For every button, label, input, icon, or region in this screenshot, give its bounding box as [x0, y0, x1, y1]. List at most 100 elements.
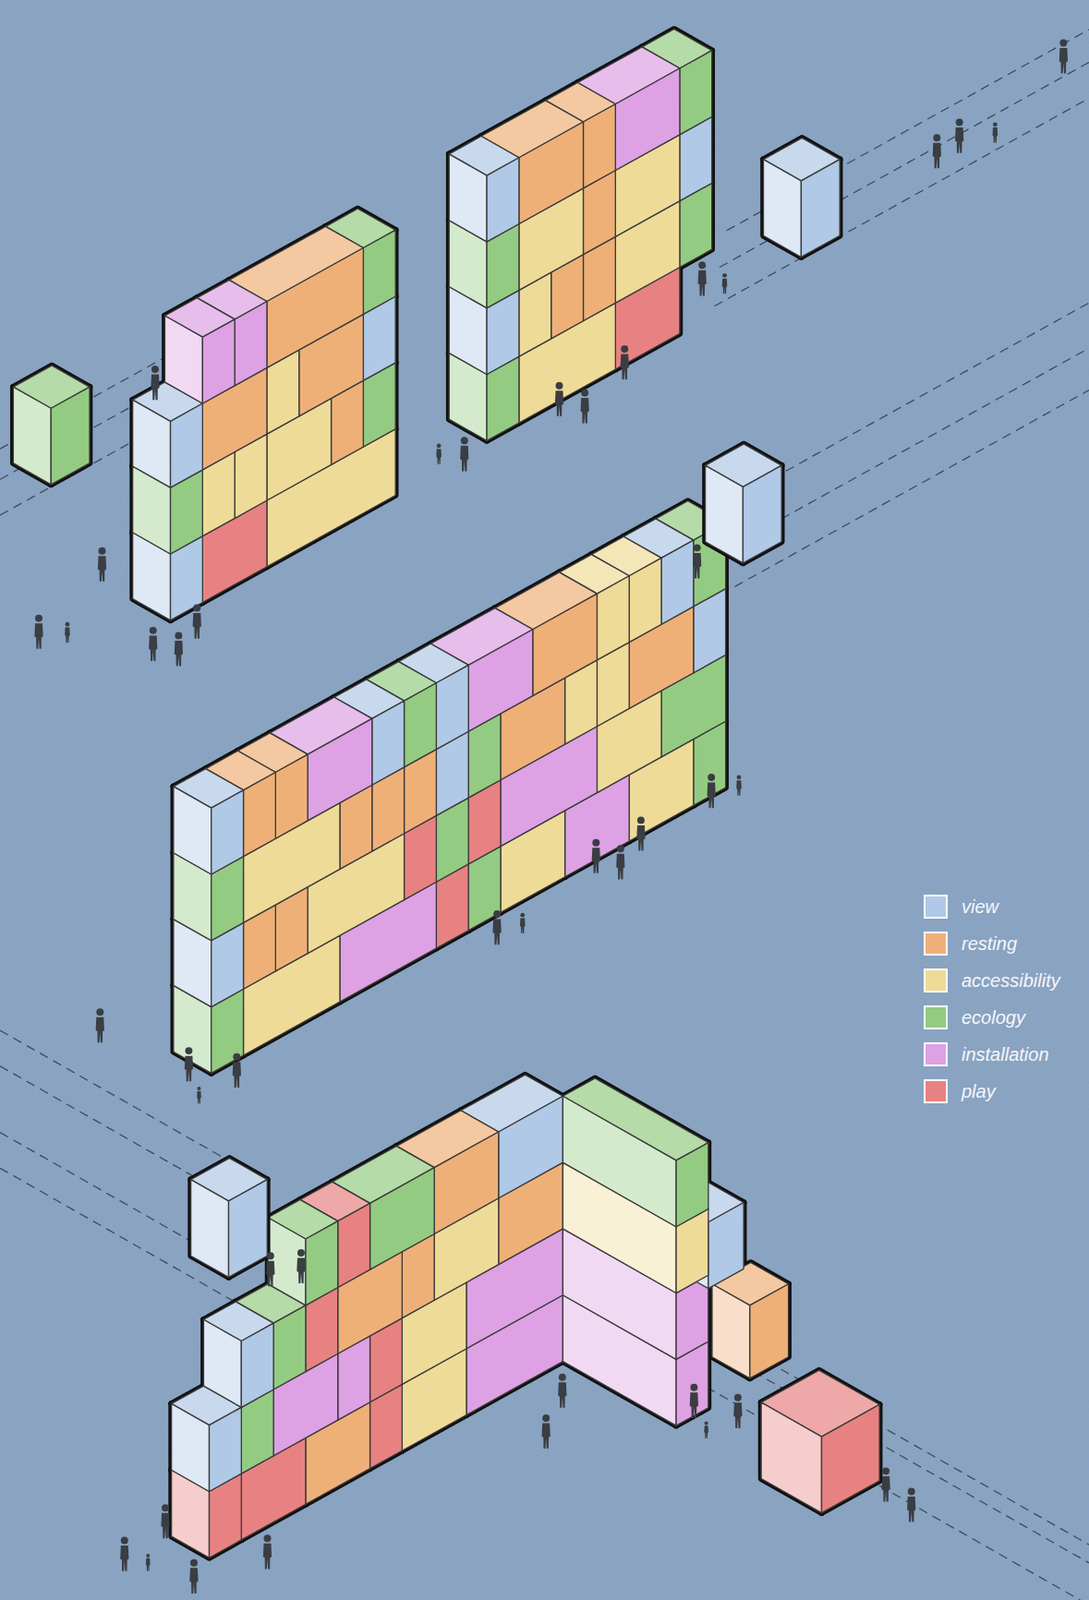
person-body	[692, 553, 702, 580]
person-head	[460, 436, 469, 445]
scene	[0, 28, 1089, 1600]
person-figure	[189, 1560, 198, 1595]
person-head	[955, 119, 964, 127]
wall-middle	[173, 501, 726, 1075]
block-face	[171, 1403, 210, 1492]
block-face	[676, 1143, 709, 1228]
person-figure	[620, 345, 630, 380]
block-face	[50, 387, 90, 485]
person-figure	[580, 388, 590, 424]
person-figure	[266, 1252, 275, 1287]
block-face	[712, 1284, 751, 1380]
person-head	[232, 1053, 241, 1062]
person-figure	[492, 910, 501, 945]
wall-top-right	[448, 28, 713, 441]
legend-swatch	[923, 895, 948, 920]
wall-top-left	[133, 208, 397, 621]
person-head	[35, 615, 43, 623]
people	[34, 38, 1068, 1595]
person-head	[907, 1488, 916, 1496]
person-figure	[97, 547, 107, 582]
person-head	[98, 547, 107, 556]
person-body	[266, 1261, 275, 1288]
person-body	[555, 390, 564, 417]
block-face	[266, 248, 363, 369]
block-face	[821, 1404, 880, 1513]
block-face	[761, 1403, 822, 1514]
person-body	[592, 847, 601, 874]
person-head	[264, 1535, 272, 1543]
person-body	[148, 635, 158, 662]
person-head	[722, 273, 727, 279]
person-body	[196, 1091, 202, 1105]
person-head	[266, 1252, 275, 1260]
person-figure	[557, 1374, 567, 1409]
person-head	[637, 816, 645, 824]
block-face	[372, 701, 405, 786]
person-body	[932, 143, 942, 170]
block-face	[307, 718, 373, 821]
person-figure	[64, 622, 71, 643]
person-figure	[907, 1488, 916, 1523]
legend-swatch	[923, 1079, 948, 1104]
block-face	[562, 1096, 677, 1227]
cube	[761, 1370, 880, 1514]
block-face	[173, 786, 212, 875]
person-body	[616, 854, 625, 881]
person-head	[734, 1394, 742, 1403]
block-face	[763, 159, 802, 258]
person-head	[151, 365, 159, 374]
person-body	[698, 270, 707, 297]
legend-swatch	[923, 1005, 948, 1030]
person-body	[435, 448, 442, 465]
block-face	[243, 772, 277, 857]
person-body	[160, 1513, 170, 1540]
block-face	[338, 1203, 371, 1288]
person-body	[955, 127, 964, 154]
legend-label: play	[961, 1081, 996, 1103]
block-face	[679, 50, 713, 135]
person-figure	[689, 1384, 699, 1419]
person-figure	[184, 1047, 194, 1082]
legend-swatch	[923, 931, 948, 956]
person-body	[263, 1544, 272, 1571]
person-head	[520, 913, 525, 919]
person-figure	[733, 1394, 742, 1429]
block-face	[661, 540, 694, 625]
person-body	[189, 1568, 198, 1595]
person-head	[558, 1374, 567, 1382]
person-head	[161, 1504, 170, 1513]
person-figure	[698, 261, 707, 296]
person-figure	[459, 436, 469, 472]
person-figure	[722, 273, 728, 294]
person-figure	[555, 382, 564, 417]
person-figure	[145, 1554, 151, 1573]
person-head	[193, 605, 201, 613]
person-head	[737, 775, 742, 781]
person-body	[992, 127, 999, 144]
legend-row: resting	[923, 925, 1061, 963]
person-body	[97, 556, 107, 582]
person-body	[542, 1423, 551, 1450]
block-face	[203, 1319, 242, 1408]
person-body	[881, 1476, 890, 1503]
block-face	[363, 229, 396, 315]
person-head	[174, 631, 182, 640]
person-body	[232, 1062, 242, 1089]
block-face	[191, 1180, 230, 1279]
person-head	[992, 121, 998, 127]
legend-label: accessibility	[961, 970, 1061, 993]
person-figure	[1059, 38, 1068, 73]
person-figure	[96, 1008, 105, 1043]
person-head	[493, 910, 501, 919]
person-figure	[148, 627, 158, 662]
person-body	[96, 1017, 105, 1044]
block-face	[800, 159, 840, 258]
guide-line	[0, 1168, 235, 1303]
block-face	[241, 1323, 274, 1408]
person-head	[580, 388, 589, 397]
person-body	[64, 628, 71, 644]
block-face	[582, 104, 616, 189]
